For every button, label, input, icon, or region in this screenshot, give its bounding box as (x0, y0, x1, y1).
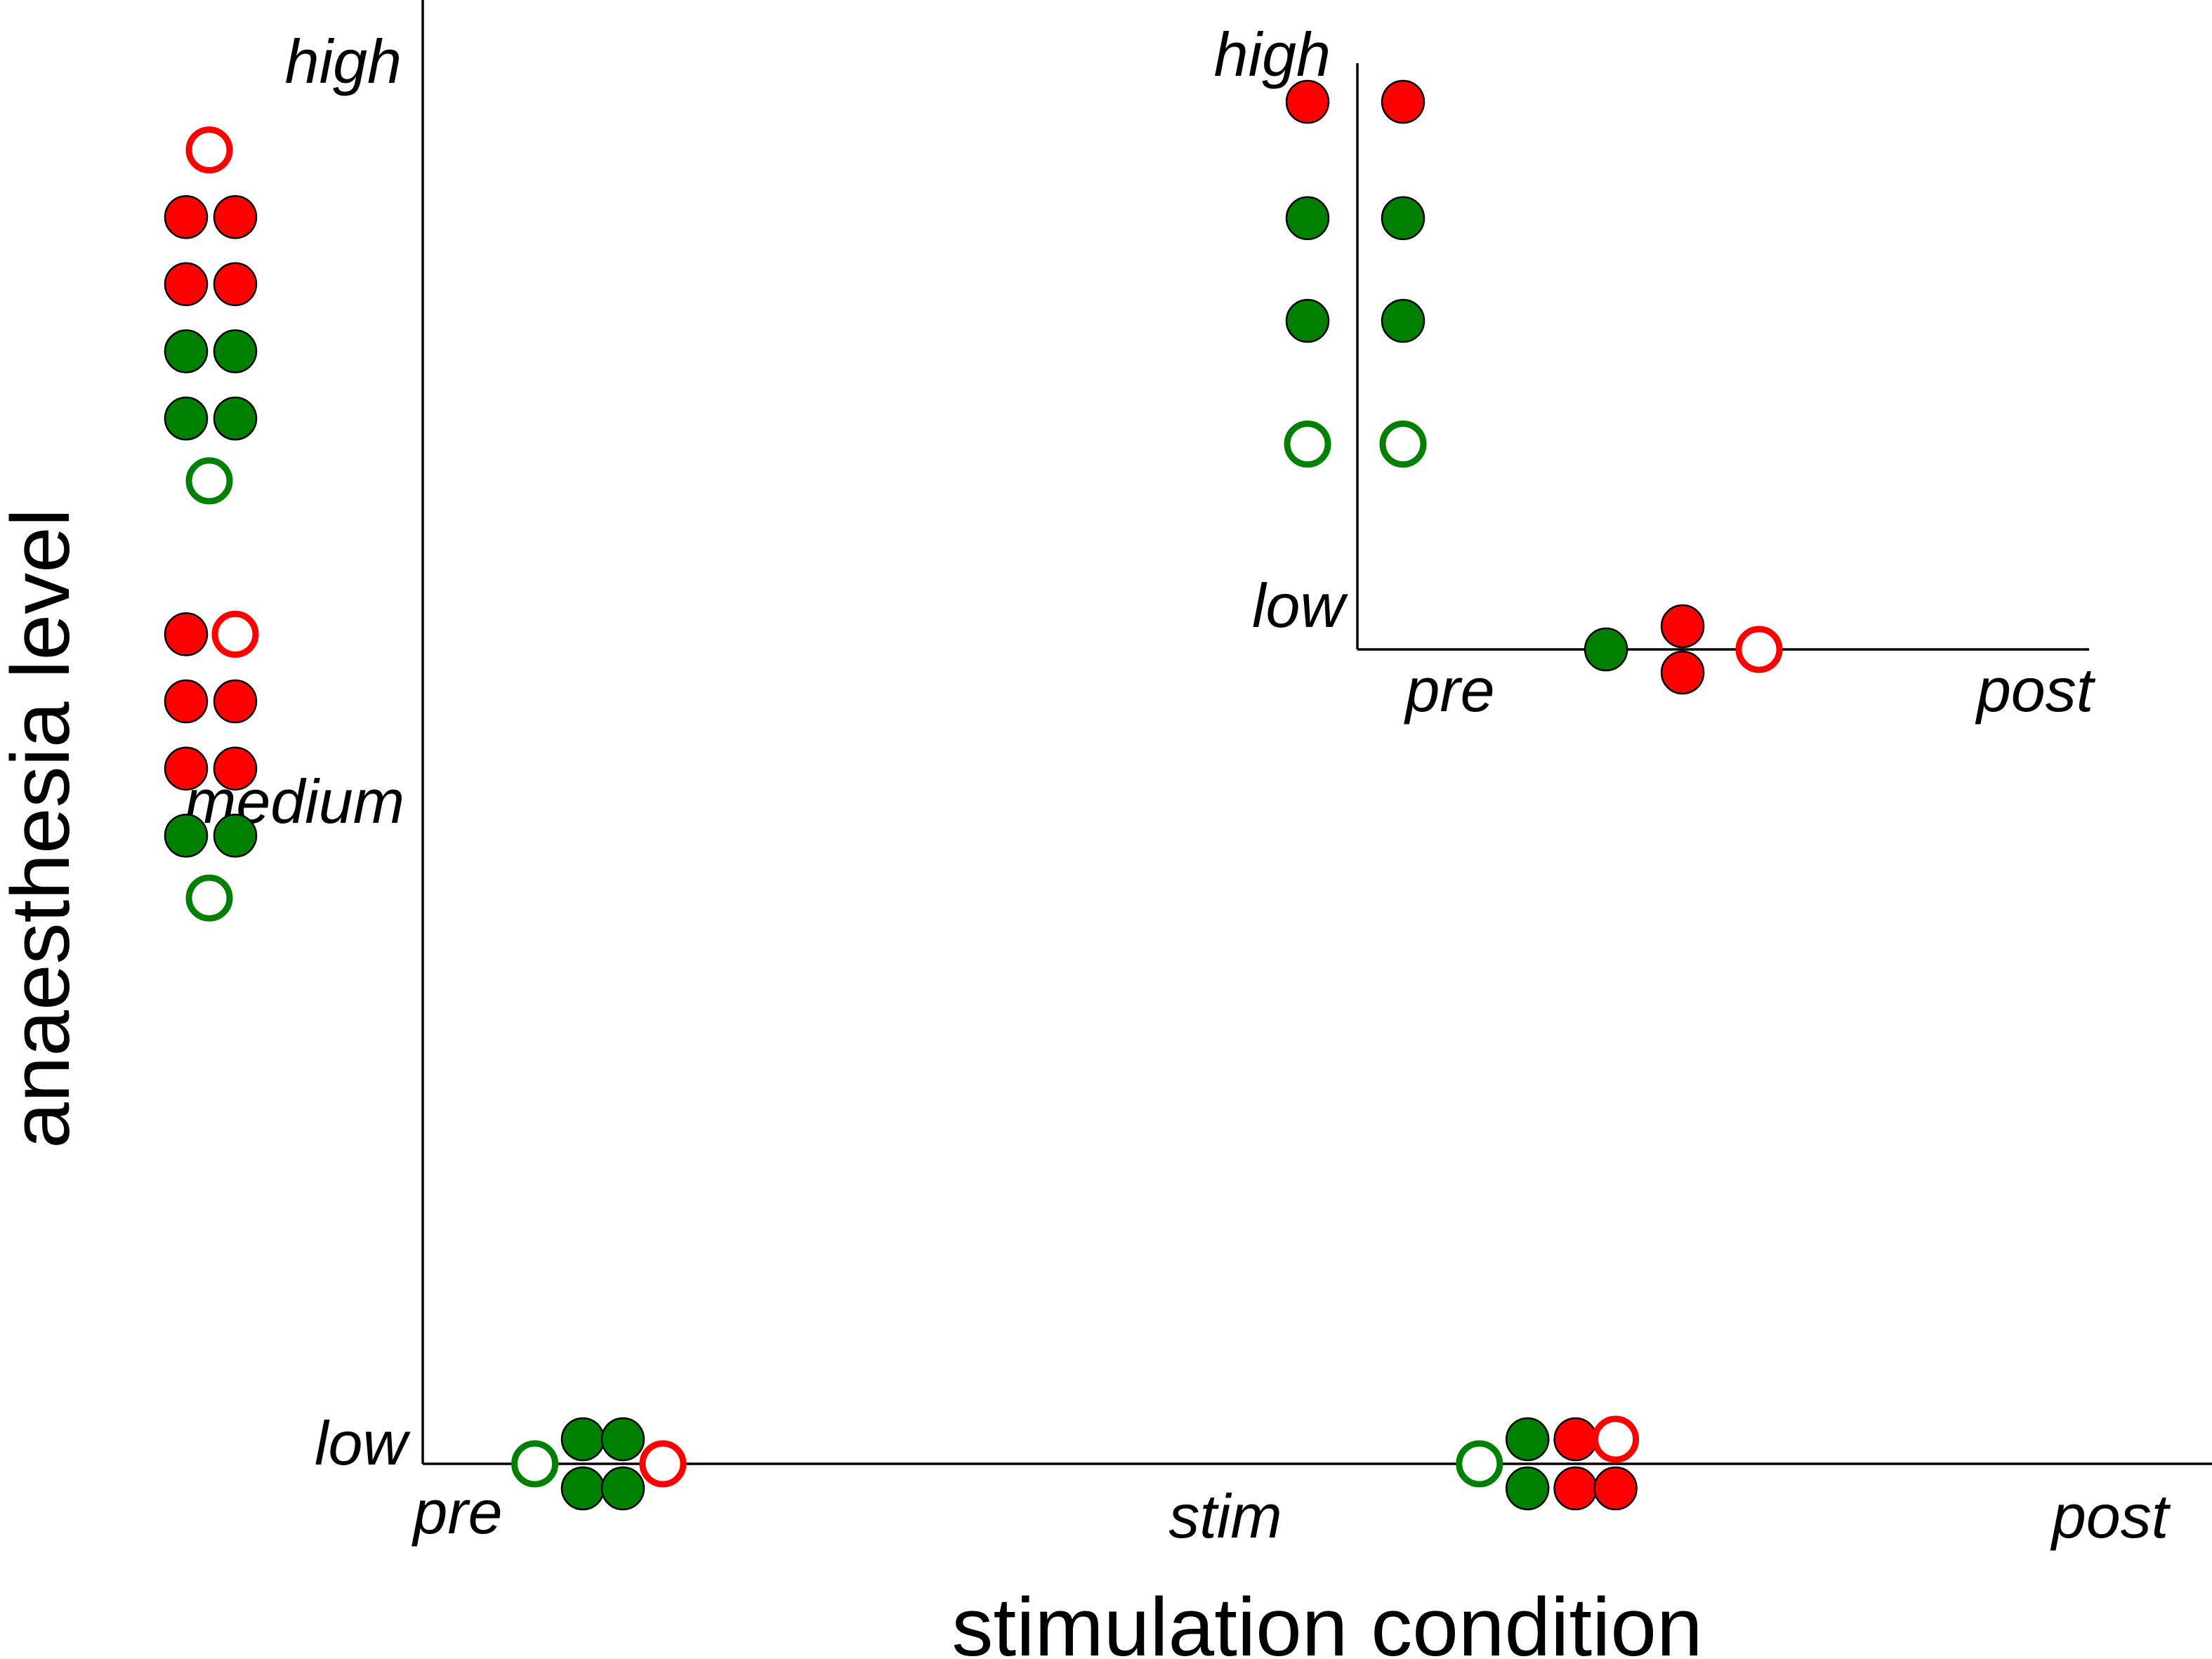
main-y-axis-title: anaesthesia level (0, 508, 87, 1149)
main-y-axis-marker-6-green-filled (213, 329, 258, 374)
main-y-axis-marker-0-red-hollow (185, 126, 233, 174)
main-y-axis-marker-3-red-filled (164, 262, 209, 307)
main-y-axis-marker-18-green-hollow (185, 874, 233, 922)
main-x-axis-marker-0-green-hollow (511, 1440, 559, 1488)
inset-y-axis-marker-2-green-filled (1285, 196, 1330, 241)
main-y-axis-marker-12-red-filled (164, 679, 209, 724)
inset-x-tick-pre: pre (1403, 655, 1494, 725)
main-y-axis-marker-2-red-filled (213, 194, 258, 239)
inset-y-axis-marker-0-red-filled (1285, 79, 1330, 124)
main-y-axis-marker-15-red-filled (213, 746, 258, 791)
main-x-axis-marker-3-green-filled (600, 1417, 645, 1462)
main-x-axis-title: stimulation condition (952, 1581, 1702, 1659)
inset-x-axis-marker-3-red-hollow (1735, 626, 1783, 673)
main-y-axis-marker-1-red-filled (164, 194, 209, 239)
main-x-axis-marker-1-green-filled (560, 1417, 605, 1462)
inset-y-tick-high: high (1214, 20, 1331, 89)
main-y-axis-marker-9-green-hollow (185, 457, 233, 505)
main-x-axis-marker-12-red-filled (1593, 1466, 1638, 1511)
inset-x-axis-marker-1-red-filled (1660, 604, 1705, 649)
main-x-axis-marker-7-green-filled (1505, 1417, 1550, 1462)
main-y-axis-marker-13-red-filled (213, 679, 258, 724)
main-y-axis-marker-4-red-filled (213, 262, 258, 307)
main-x-axis-marker-4-green-filled (600, 1466, 645, 1511)
main-x-tick-post: post (2050, 1481, 2171, 1551)
main-y-axis-marker-11-red-hollow (211, 610, 259, 658)
main-x-tick-pre: pre (411, 1477, 502, 1547)
main-x-axis-marker-2-green-filled (560, 1466, 605, 1511)
main-x-axis-marker-11-red-hollow (1592, 1415, 1640, 1463)
main-y-tick-low: low (315, 1408, 411, 1478)
main-y-tick-high: high (285, 27, 402, 96)
main-x-tick-stim: stim (1168, 1481, 1282, 1551)
inset-x-tick-post: post (1975, 655, 2096, 725)
main-y-axis-marker-16-green-filled (164, 814, 209, 858)
main-x-axis-marker-8-green-filled (1505, 1466, 1550, 1511)
main-y-axis-marker-7-green-filled (164, 396, 209, 441)
main-y-axis-marker-8-green-filled (213, 396, 258, 441)
main-x-axis-marker-6-green-hollow (1456, 1440, 1503, 1488)
inset-x-axis-marker-0-green-filled (1584, 627, 1628, 672)
main-x-axis-marker-5-red-hollow (639, 1440, 687, 1488)
main-x-axis-marker-10-red-filled (1553, 1466, 1598, 1511)
inset-y-axis-marker-7-green-hollow (1379, 421, 1427, 468)
inset-y-axis-marker-5-green-filled (1381, 298, 1426, 343)
inset-x-axis-marker-2-red-filled (1660, 650, 1705, 695)
inset-y-axis-marker-1-red-filled (1381, 79, 1426, 124)
main-y-axis-marker-5-green-filled (164, 329, 209, 374)
inset-y-axis-marker-6-green-hollow (1284, 421, 1331, 468)
inset-y-axis-marker-4-green-filled (1285, 298, 1330, 343)
markers (164, 79, 1783, 1511)
main-x-axis-marker-9-red-filled (1553, 1417, 1598, 1462)
main-y-axis-marker-14-red-filled (164, 746, 209, 791)
main-y-axis-marker-10-red-filled (164, 612, 209, 656)
inset-y-tick-low: low (1252, 571, 1348, 640)
inset-y-axis-marker-3-green-filled (1381, 196, 1426, 241)
main-y-axis-marker-17-green-filled (213, 814, 258, 858)
